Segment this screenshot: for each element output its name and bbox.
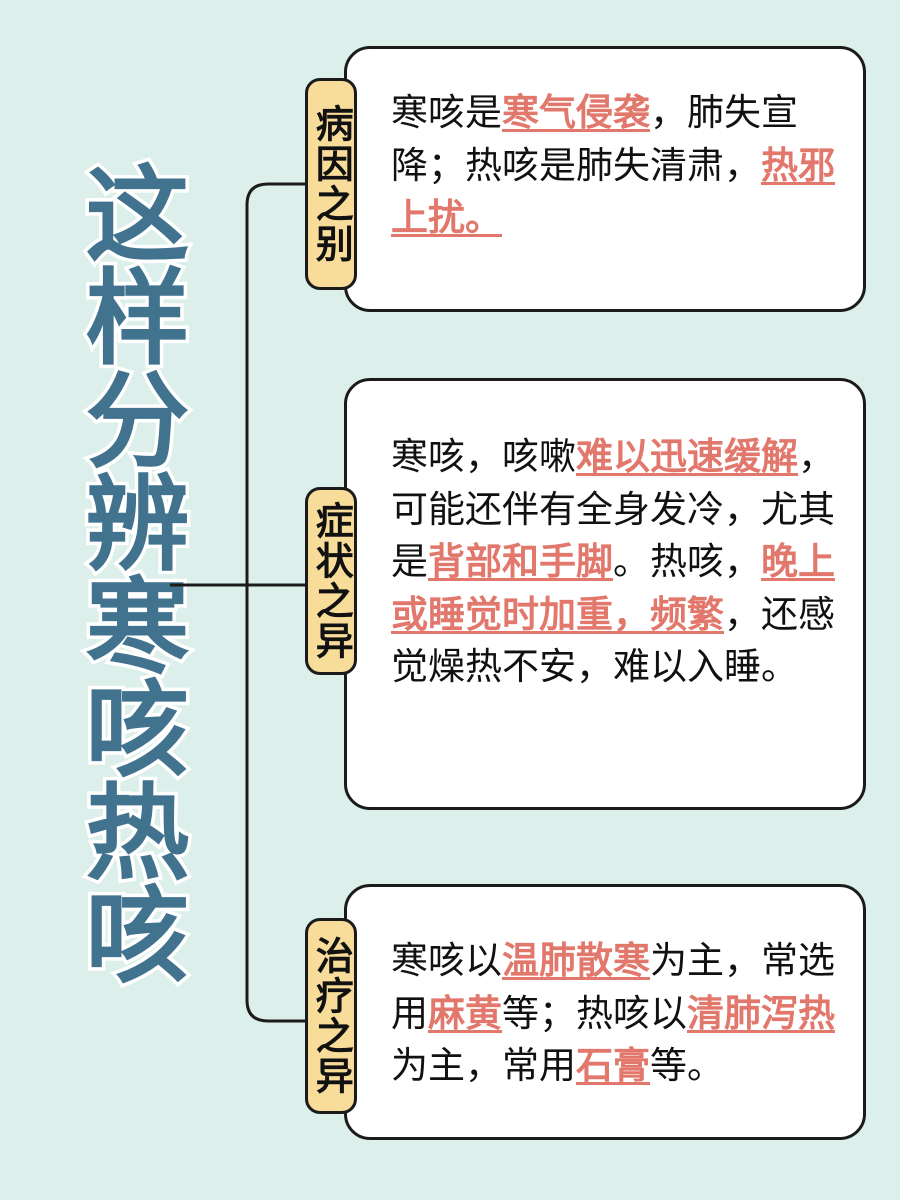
card-1-seg-1: 寒气侵袭: [502, 91, 650, 134]
content-card-1: 寒咳是寒气侵袭，肺失宣降；热咳是肺失清肃，热邪上扰。: [344, 46, 866, 312]
card-3-seg-6: 为主，常用: [391, 1044, 576, 1088]
card-2-seg-4: 。热咳，: [613, 540, 761, 584]
content-card-3: 寒咳以温肺散寒为主，常选用麻黄等；热咳以清肺泻热为主，常用石膏等。: [344, 884, 866, 1140]
card-2-seg-1: 难以迅速缓解: [576, 435, 798, 478]
connector-branch-3: [245, 585, 305, 1023]
card-3-body: 寒咳以温肺散寒为主，常选用麻黄等；热咳以清肺泻热为主，常用石膏等。: [391, 935, 841, 1093]
card-2-seg-2: ，可能还伴有全身发冷，尤其是: [391, 435, 835, 584]
content-card-2: 寒咳，咳嗽难以迅速缓解，可能还伴有全身发冷，尤其是背部和手脚。热咳，晚上或睡觉时…: [344, 378, 866, 810]
card-3-seg-8: 等。: [650, 1044, 724, 1088]
connector-branch-1: [245, 182, 305, 585]
card-2-body: 寒咳，咳嗽难以迅速缓解，可能还伴有全身发冷，尤其是背部和手脚。热咳，晚上或睡觉时…: [391, 431, 841, 694]
card-3-seg-2: 为主，常选用: [391, 939, 835, 1035]
branch-tab-3-label: 治疗之异: [309, 936, 354, 1096]
branch-tab-1-label: 病因之别: [309, 104, 354, 264]
branch-tab-2[interactable]: 症状之异: [305, 487, 357, 675]
branch-tab-2-label: 症状之异: [309, 501, 354, 661]
branch-tab-3[interactable]: 治疗之异: [305, 918, 357, 1114]
card-3-seg-1: 温肺散寒: [502, 939, 650, 982]
card-2-seg-0: 寒咳，咳嗽: [391, 435, 576, 478]
page-title: 这样分辨寒咳热咳: [64, 157, 193, 988]
branch-tab-1[interactable]: 病因之别: [305, 78, 357, 290]
card-1-seg-2: ，肺失宣降；热咳是肺失清肃，: [391, 91, 798, 187]
card-1-seg-0: 寒咳是: [391, 91, 502, 134]
card-3-seg-3: 麻黄: [428, 991, 502, 1035]
card-2-seg-6: ，还感觉燥热不安，难以入睡。: [391, 592, 835, 689]
card-3-seg-5: 清肺泻热: [687, 991, 835, 1035]
card-3-seg-4: 等；热咳以: [502, 991, 687, 1035]
card-2-seg-3: 背部和手脚: [428, 540, 613, 584]
card-3-seg-0: 寒咳以: [391, 939, 502, 982]
card-1-seg-3: 热邪上扰。: [391, 143, 835, 240]
card-3-seg-7: 石膏: [576, 1044, 650, 1088]
card-2-seg-5: 晚上或睡觉时加重，频繁: [391, 540, 835, 636]
card-1-body: 寒咳是寒气侵袭，肺失宣降；热咳是肺失清肃，热邪上扰。: [391, 87, 841, 245]
